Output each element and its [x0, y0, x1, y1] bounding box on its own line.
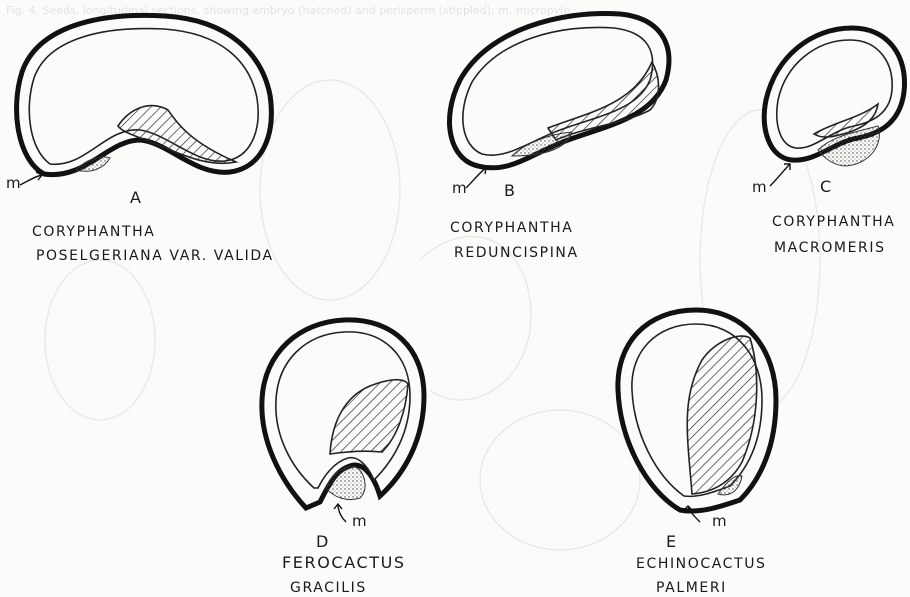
species-label-d: GRACILIS	[290, 580, 367, 596]
genus-label-a: CORYPHANTHA	[32, 224, 155, 240]
species-label-c: MACROMERIS	[774, 240, 886, 256]
genus-label-b: CORYPHANTHA	[450, 220, 573, 236]
species-label-b: REDUNCISPINA	[454, 245, 579, 261]
micropyle-arrow-c	[770, 164, 790, 186]
seed-c-drawing	[764, 28, 904, 186]
micropyle-label-a: m	[6, 174, 22, 192]
figure-e: m E ECHINOCACTUS PALMERI	[618, 310, 776, 596]
genus-label-d: FEROCACTUS	[282, 553, 406, 572]
figure-b: m B CORYPHANTHA REDUNCISPINA	[450, 14, 669, 261]
species-label-a: POSELGERIANA VAR. VALIDA	[36, 248, 274, 264]
micropyle-arrow-b	[466, 167, 486, 188]
figure-d: m D FEROCACTUS GRACILIS	[262, 320, 424, 596]
micropyle-label-b: m	[452, 179, 468, 197]
genus-label-c: CORYPHANTHA	[772, 214, 895, 230]
figure-letter-e: E	[666, 532, 677, 551]
figure-a: m A CORYPHANTHA POSELGERIANA VAR. VALIDA	[6, 15, 274, 264]
figure-c: m C CORYPHANTHA MACROMERIS	[752, 28, 905, 256]
micropyle-arrow-d	[334, 504, 346, 522]
seed-e-drawing	[618, 310, 776, 522]
genus-label-e: ECHINOCACTUS	[636, 556, 767, 572]
seed-d-drawing	[262, 320, 424, 522]
seed-inner-line-a	[29, 29, 258, 165]
seed-a-drawing	[17, 15, 272, 185]
figure-letter-b: B	[504, 181, 516, 200]
figure-letter-c: C	[820, 177, 832, 196]
figure-letter-d: D	[316, 532, 329, 551]
bleed-through-caption: Fig. 4. Seeds, longitudinal sections, sh…	[6, 4, 574, 17]
micropyle-label-e: m	[712, 512, 728, 530]
micropyle-label-d: m	[352, 512, 368, 530]
species-label-e: PALMERI	[656, 580, 727, 596]
micropyle-arrow-a	[20, 172, 42, 185]
figure-letter-a: A	[130, 188, 142, 207]
micropyle-label-c: m	[752, 178, 768, 196]
seed-b-drawing	[450, 14, 669, 188]
